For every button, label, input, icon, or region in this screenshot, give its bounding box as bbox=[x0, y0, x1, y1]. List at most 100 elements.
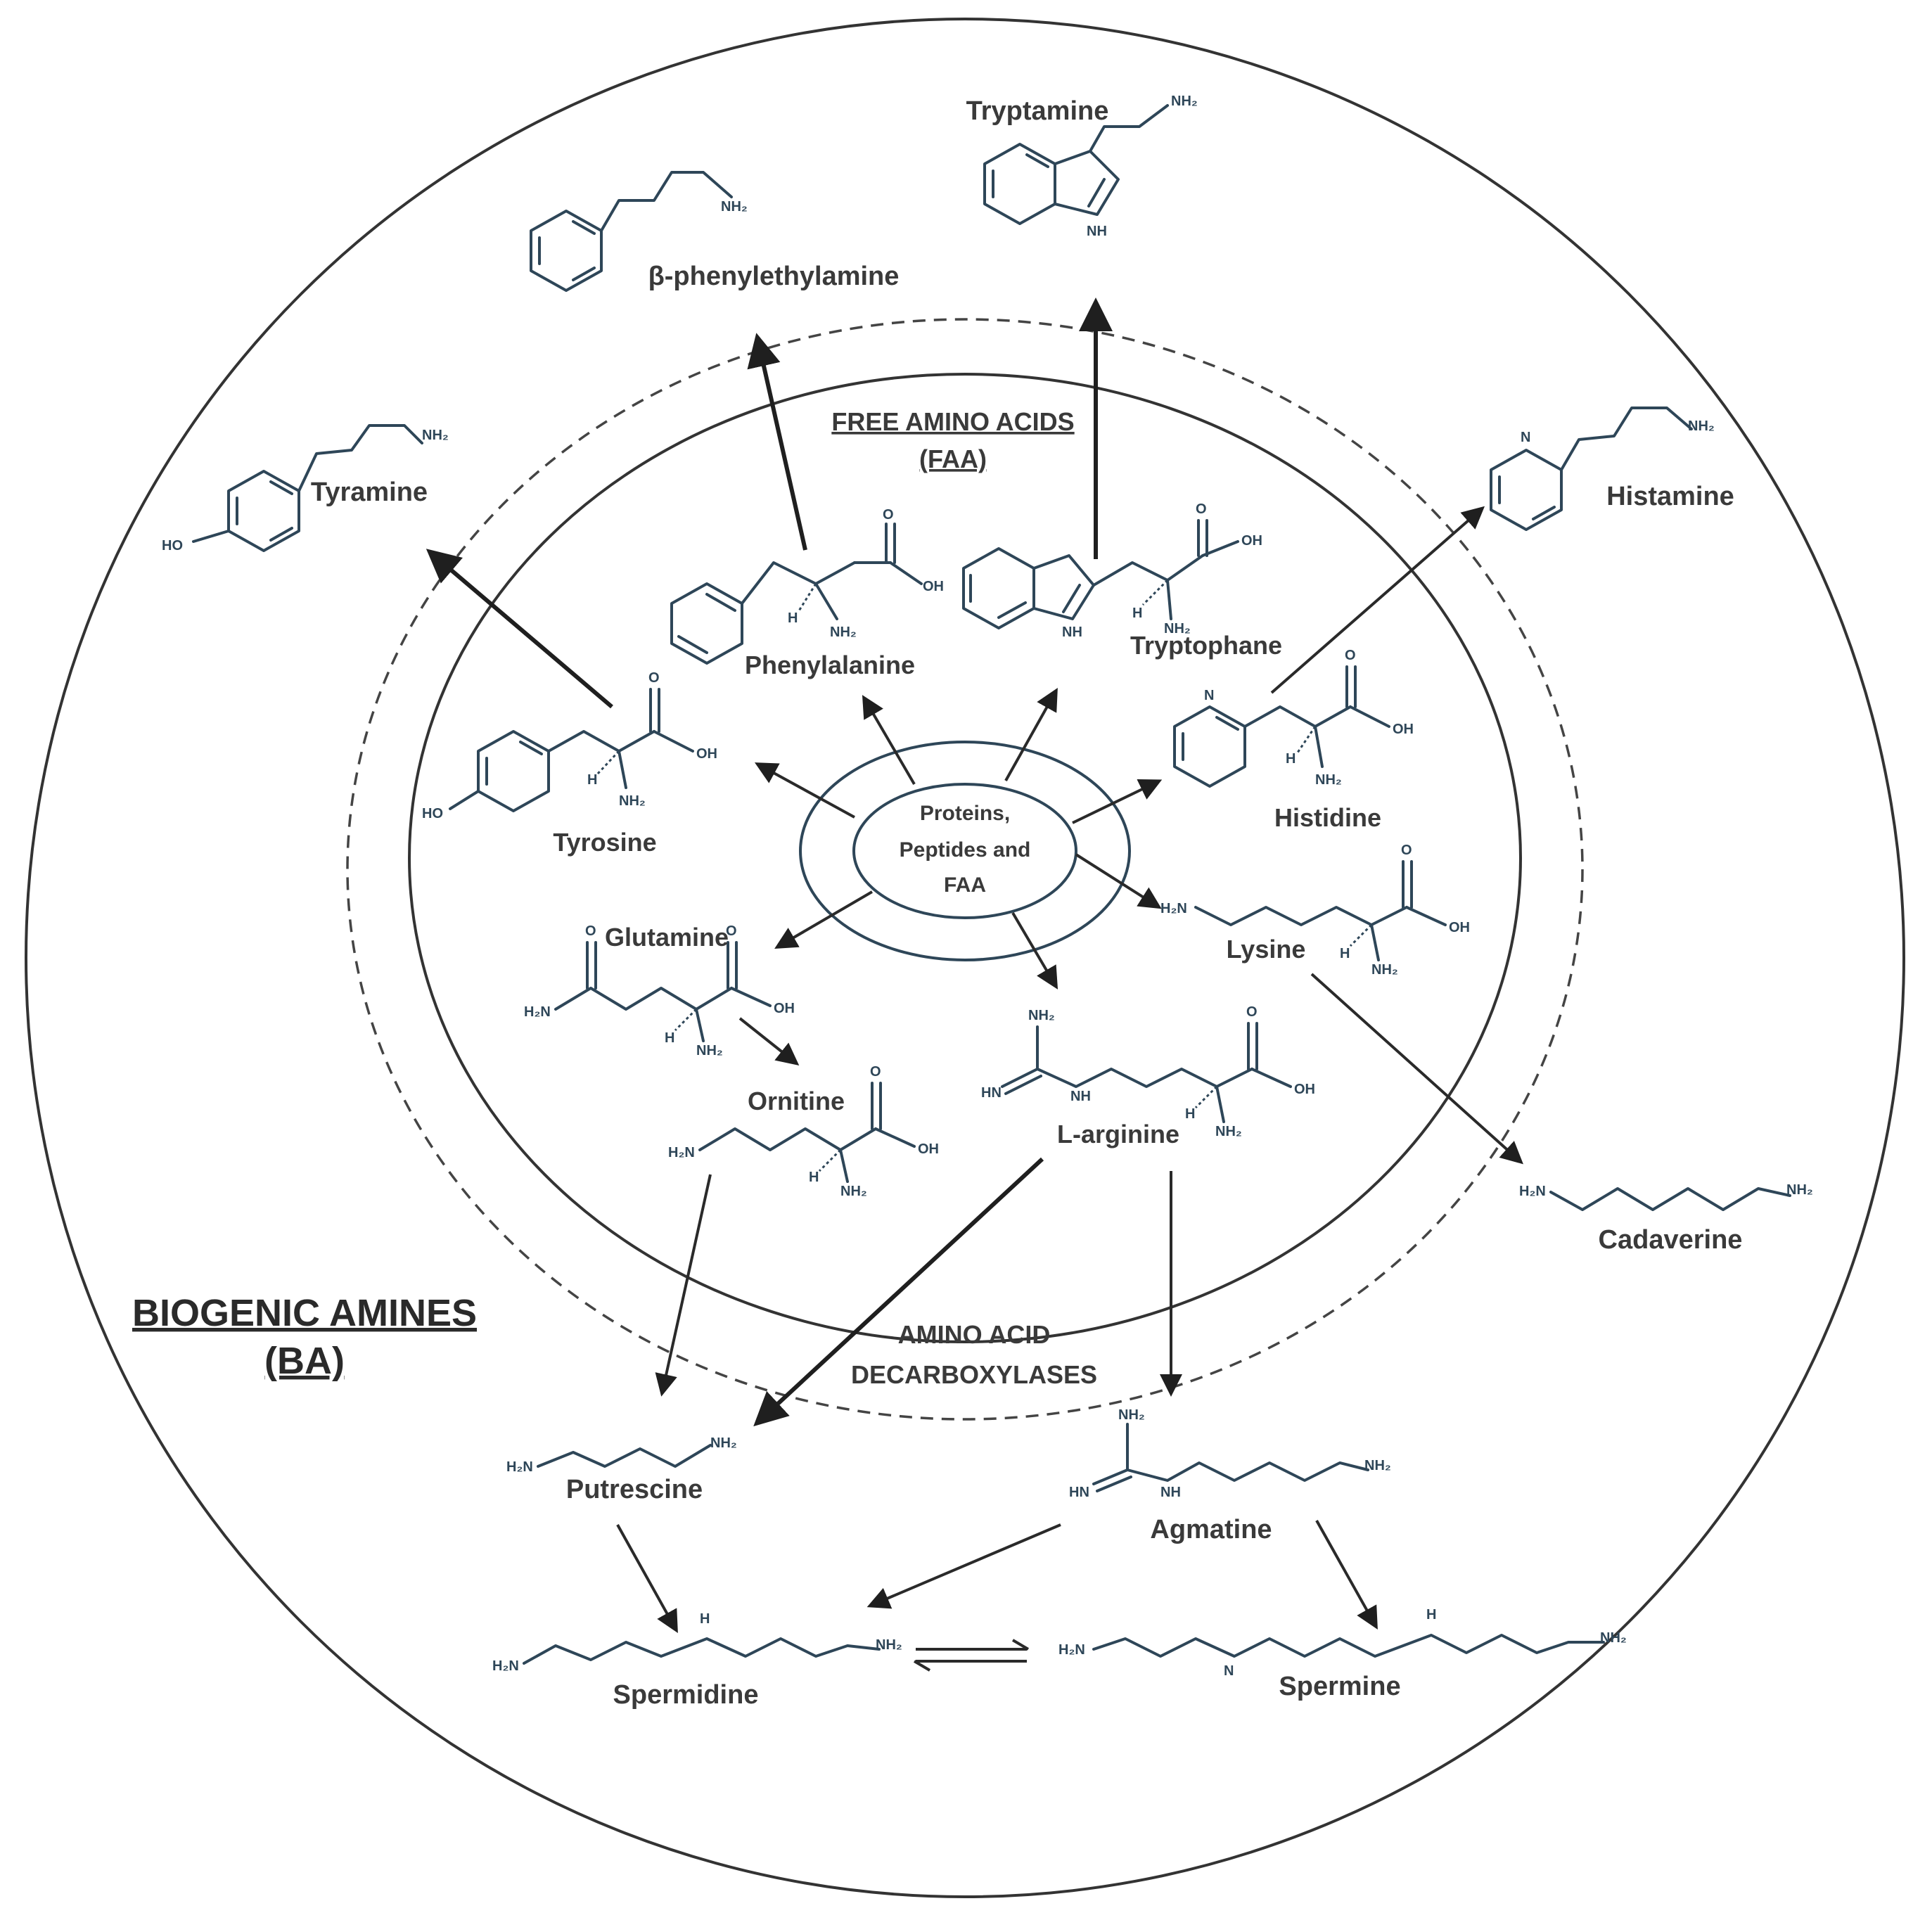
arrow-putrescine-to-spermidine bbox=[616, 1524, 678, 1633]
svg-text:NH₂: NH₂ bbox=[830, 625, 857, 640]
svg-text:H: H bbox=[1185, 1106, 1195, 1122]
svg-text:NH: NH bbox=[1070, 1089, 1091, 1104]
svg-text:H₂N: H₂N bbox=[524, 1004, 551, 1020]
arrow-to-lysine bbox=[1075, 853, 1162, 909]
svg-text:H: H bbox=[1132, 606, 1142, 621]
spermine-structure: H₂N N H NH₂ bbox=[1058, 1607, 1627, 1679]
svg-text:H: H bbox=[1286, 751, 1296, 767]
histidine-structure: O OH H NH₂ N bbox=[1173, 648, 1414, 788]
center-label-line1: Proteins, bbox=[920, 802, 1010, 825]
svg-text:H₂N: H₂N bbox=[1519, 1184, 1546, 1199]
svg-text:O: O bbox=[726, 923, 737, 939]
label-phenylethylamine: β-phenylethylamine bbox=[648, 262, 900, 291]
svg-text:NH₂: NH₂ bbox=[1315, 772, 1342, 788]
svg-text:N: N bbox=[1224, 1663, 1234, 1679]
glutamine-structure: O O H₂N OH H NH₂ bbox=[524, 923, 795, 1058]
rings bbox=[25, 18, 1905, 1898]
arrow-agmatine-to-spermidine bbox=[866, 1523, 1061, 1609]
tyramine-structure: HO NH₂ bbox=[162, 424, 449, 553]
arrow-arginine-to-putrescine bbox=[753, 1157, 1044, 1427]
arrow-ornitine-to-putrescine bbox=[655, 1174, 712, 1397]
outer-circle bbox=[25, 18, 1905, 1898]
center-arrows bbox=[754, 688, 1163, 990]
svg-text:H₂N: H₂N bbox=[492, 1658, 519, 1674]
svg-text:O: O bbox=[1246, 1004, 1258, 1020]
svg-text:H: H bbox=[1426, 1607, 1436, 1623]
svg-text:NH: NH bbox=[1062, 625, 1082, 640]
decarboxylase-label-line1: AMINO ACID bbox=[898, 1320, 1051, 1349]
svg-text:OH: OH bbox=[1241, 533, 1262, 549]
label-histamine: Histamine bbox=[1606, 482, 1734, 511]
faa-title-line2: (FAA) bbox=[919, 444, 987, 473]
svg-text:NH₂: NH₂ bbox=[1164, 621, 1191, 636]
svg-text:O: O bbox=[585, 923, 596, 939]
decarboxylase-label-line2: DECARBOXYLASES bbox=[851, 1360, 1097, 1389]
label-putrescine: Putrescine bbox=[566, 1475, 703, 1504]
svg-text:O: O bbox=[883, 507, 894, 523]
agmatine-structure: NH₂ HN NH NH₂ bbox=[1069, 1407, 1391, 1500]
label-spermidine: Spermidine bbox=[613, 1680, 759, 1710]
arrow-tyrosine-to-tyramine bbox=[426, 549, 613, 709]
svg-text:HN: HN bbox=[981, 1085, 1002, 1101]
decarboxylation-arrows bbox=[426, 297, 1523, 1672]
svg-text:H₂N: H₂N bbox=[668, 1145, 695, 1160]
svg-text:O: O bbox=[870, 1064, 881, 1080]
svg-text:NH₂: NH₂ bbox=[1600, 1630, 1627, 1646]
svg-text:NH: NH bbox=[1087, 224, 1107, 239]
svg-text:H: H bbox=[700, 1611, 710, 1627]
label-phenylalanine: Phenylalanine bbox=[745, 651, 915, 679]
svg-text:NH₂: NH₂ bbox=[1118, 1407, 1145, 1423]
svg-text:O: O bbox=[1196, 501, 1207, 517]
tryptamine-structure: NH₂ NH bbox=[983, 94, 1198, 239]
svg-text:NH₂: NH₂ bbox=[721, 199, 748, 215]
arrow-to-l-arginine bbox=[1011, 911, 1058, 990]
cadaverine-structure: H₂N NH₂ bbox=[1519, 1182, 1813, 1211]
label-cadaverine: Cadaverine bbox=[1599, 1225, 1743, 1255]
arrow-phenylalanine-to-phenylethylamine bbox=[747, 333, 807, 551]
ornitine-structure: O H₂N OH H NH₂ bbox=[668, 1064, 939, 1199]
label-lysine: Lysine bbox=[1227, 935, 1306, 964]
spermidine-structure: H₂N H NH₂ bbox=[492, 1611, 902, 1674]
center-label-line2: Peptides and bbox=[900, 838, 1031, 862]
svg-text:H₂N: H₂N bbox=[1160, 901, 1187, 916]
center-outer-ellipse bbox=[799, 741, 1131, 961]
arrow-to-tryptophane bbox=[1004, 688, 1058, 781]
tyrosine-structure: O OH H NH₂ HO bbox=[422, 670, 717, 821]
label-tyrosine: Tyrosine bbox=[553, 828, 656, 857]
label-ornitine: Ornitine bbox=[748, 1087, 845, 1115]
label-histidine: Histidine bbox=[1274, 803, 1381, 832]
svg-text:H₂N: H₂N bbox=[506, 1459, 533, 1475]
label-tyramine: Tyramine bbox=[311, 478, 428, 507]
svg-text:H: H bbox=[788, 610, 798, 626]
arrow-spermidine-to-spermine-head bbox=[1011, 1639, 1030, 1651]
svg-text:H: H bbox=[665, 1030, 674, 1046]
svg-text:O: O bbox=[1345, 648, 1356, 663]
svg-text:OH: OH bbox=[918, 1141, 939, 1157]
label-glutamine: Glutamine bbox=[605, 923, 729, 952]
arrow-lysine-to-cadaverine bbox=[1310, 973, 1523, 1165]
label-l-arginine: L-arginine bbox=[1057, 1120, 1179, 1148]
arrow-to-tyrosine bbox=[754, 762, 855, 819]
svg-text:OH: OH bbox=[696, 746, 717, 762]
arrow-to-glutamine bbox=[774, 890, 874, 949]
faa-title-line1: FREE AMINO ACIDS bbox=[831, 407, 1074, 436]
center-label-line3: FAA bbox=[944, 873, 986, 897]
svg-text:OH: OH bbox=[1294, 1082, 1315, 1097]
faa-ring bbox=[408, 373, 1522, 1343]
center-inner-ellipse bbox=[852, 783, 1077, 919]
svg-text:NH₂: NH₂ bbox=[1364, 1458, 1391, 1473]
arrow-glutamine-to-ornitine bbox=[738, 1017, 800, 1065]
svg-text:OH: OH bbox=[1393, 722, 1414, 737]
svg-text:N: N bbox=[1204, 688, 1214, 703]
arrow-spermine-to-spermidine-head bbox=[913, 1660, 931, 1672]
svg-text:NH₂: NH₂ bbox=[840, 1184, 867, 1199]
svg-text:NH₂: NH₂ bbox=[619, 793, 646, 809]
svg-text:O: O bbox=[1401, 843, 1412, 858]
arrow-histidine-to-histamine bbox=[1270, 506, 1485, 694]
svg-text:NH₂: NH₂ bbox=[1028, 1008, 1055, 1023]
svg-text:OH: OH bbox=[1449, 920, 1470, 935]
label-agmatine: Agmatine bbox=[1150, 1515, 1272, 1544]
svg-text:NH₂: NH₂ bbox=[1215, 1124, 1242, 1139]
svg-text:N: N bbox=[1521, 430, 1530, 445]
